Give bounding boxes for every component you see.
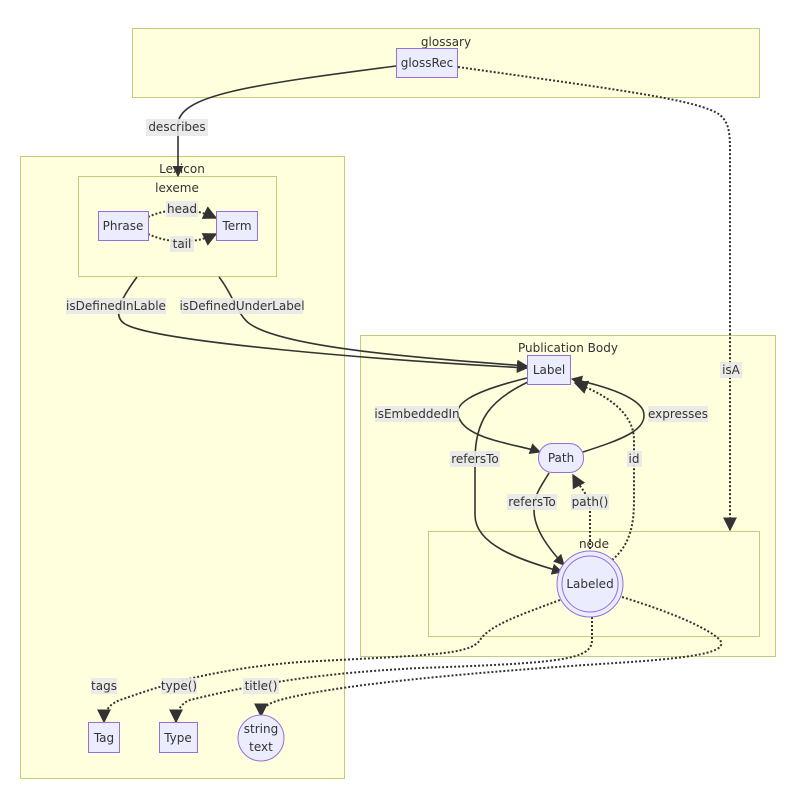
svg-text:Type: Type <box>163 731 192 745</box>
edge-label-type: type() <box>161 678 197 694</box>
node-tag[interactable]: Tag <box>88 722 120 753</box>
svg-text:Tag: Tag <box>93 731 114 745</box>
edge-label-isDefinedInLable: isDefinedInLable <box>66 298 166 314</box>
edge-tags <box>97 599 561 724</box>
cluster-title-node: node <box>579 537 609 551</box>
edge-label-refersTo-label: refersTo <box>450 451 500 467</box>
edge-id <box>573 380 635 561</box>
node-path[interactable]: Path <box>538 443 584 473</box>
edge-isEmbeddedIn <box>456 377 542 454</box>
svg-text:tags: tags <box>91 679 117 693</box>
svg-text:head: head <box>167 202 197 216</box>
svg-text:Path: Path <box>548 451 574 465</box>
svg-text:expresses: expresses <box>648 407 708 421</box>
svg-text:Term: Term <box>221 219 251 233</box>
svg-text:path(): path() <box>572 495 609 509</box>
svg-text:text: text <box>249 740 273 754</box>
edge-describes <box>172 65 397 178</box>
svg-text:Phrase: Phrase <box>103 219 144 233</box>
edge-label-isEmbeddedIn: isEmbeddedIn <box>374 406 460 422</box>
svg-text:isDefinedInLable: isDefinedInLable <box>66 299 166 313</box>
node-type[interactable]: Type <box>159 722 198 753</box>
edge-expresses <box>570 375 645 453</box>
svg-text:refersTo: refersTo <box>451 452 498 466</box>
edge-title <box>254 596 723 718</box>
edge-type <box>169 617 593 724</box>
node-glossRec[interactable]: glossRec <box>396 48 458 78</box>
svg-text:refersTo: refersTo <box>508 495 555 509</box>
edge-label-refersTo-path: refersTo <box>507 494 557 510</box>
svg-text:title(): title() <box>245 679 278 693</box>
svg-text:glossRec: glossRec <box>401 56 454 70</box>
svg-text:id: id <box>629 452 640 466</box>
svg-text:tail: tail <box>173 237 192 251</box>
edge-path <box>572 473 591 557</box>
svg-text:Labeled: Labeled <box>566 577 613 591</box>
svg-text:isA: isA <box>722 363 741 377</box>
node-phrase[interactable]: Phrase <box>98 211 149 241</box>
edge-label-tags: tags <box>91 678 117 694</box>
cluster-title-publication-body: Publication Body <box>518 341 618 355</box>
edge-label-isDefinedUnderLabel: isDefinedUnderLabel <box>179 298 305 314</box>
svg-text:isEmbeddedIn: isEmbeddedIn <box>374 407 459 421</box>
edge-label-describes: describes <box>146 119 208 136</box>
edge-refersTo-label <box>474 381 564 575</box>
cluster-title-glossary: glossary <box>421 35 471 49</box>
edge-label-head: head <box>166 201 198 217</box>
edge-isA <box>457 66 737 532</box>
svg-text:describes: describes <box>148 120 205 134</box>
edge-label-path: path() <box>571 494 609 510</box>
node-labeled[interactable]: Labeled <box>556 550 624 618</box>
edge-refersTo-path <box>533 472 565 566</box>
svg-text:string: string <box>244 722 278 736</box>
edge-label-expresses: expresses <box>648 406 708 422</box>
node-term[interactable]: Term <box>216 211 258 241</box>
edge-label-title: title() <box>243 678 279 694</box>
svg-text:type(): type() <box>161 679 197 693</box>
edge-label-tail: tail <box>170 236 194 252</box>
edge-label-isA: isA <box>720 362 742 378</box>
cluster-title-lexeme: lexeme <box>155 181 199 195</box>
node-string-text[interactable]: string text <box>237 714 285 762</box>
node-label[interactable]: Label <box>527 355 571 385</box>
cluster-title-lexicon: Lexicon <box>159 162 205 176</box>
edge-label-id: id <box>627 451 642 467</box>
svg-text:Label: Label <box>533 363 565 377</box>
svg-text:isDefinedUnderLabel: isDefinedUnderLabel <box>179 299 304 313</box>
